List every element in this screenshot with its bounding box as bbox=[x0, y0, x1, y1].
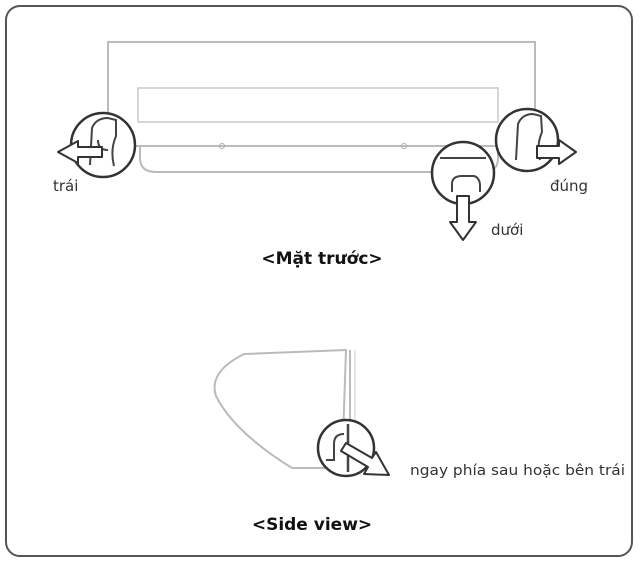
label-bottom: dưới bbox=[491, 221, 523, 239]
arrow-left-icon bbox=[57, 140, 103, 164]
arrow-right-icon bbox=[536, 139, 577, 165]
right-pipe-detail bbox=[494, 107, 560, 173]
label-left: trái bbox=[53, 177, 78, 195]
side-view-caption: <Side view> bbox=[252, 515, 372, 535]
bottom-pipe-detail bbox=[430, 140, 496, 206]
left-pipe-detail bbox=[69, 111, 137, 179]
arrow-down-icon bbox=[449, 195, 477, 241]
arrow-rear-icon bbox=[340, 442, 390, 476]
label-right: đúng bbox=[550, 177, 588, 195]
front-view-caption: <Mặt trước> bbox=[261, 249, 382, 269]
label-rear: ngay phía sau hoặc bên trái bbox=[410, 463, 625, 479]
